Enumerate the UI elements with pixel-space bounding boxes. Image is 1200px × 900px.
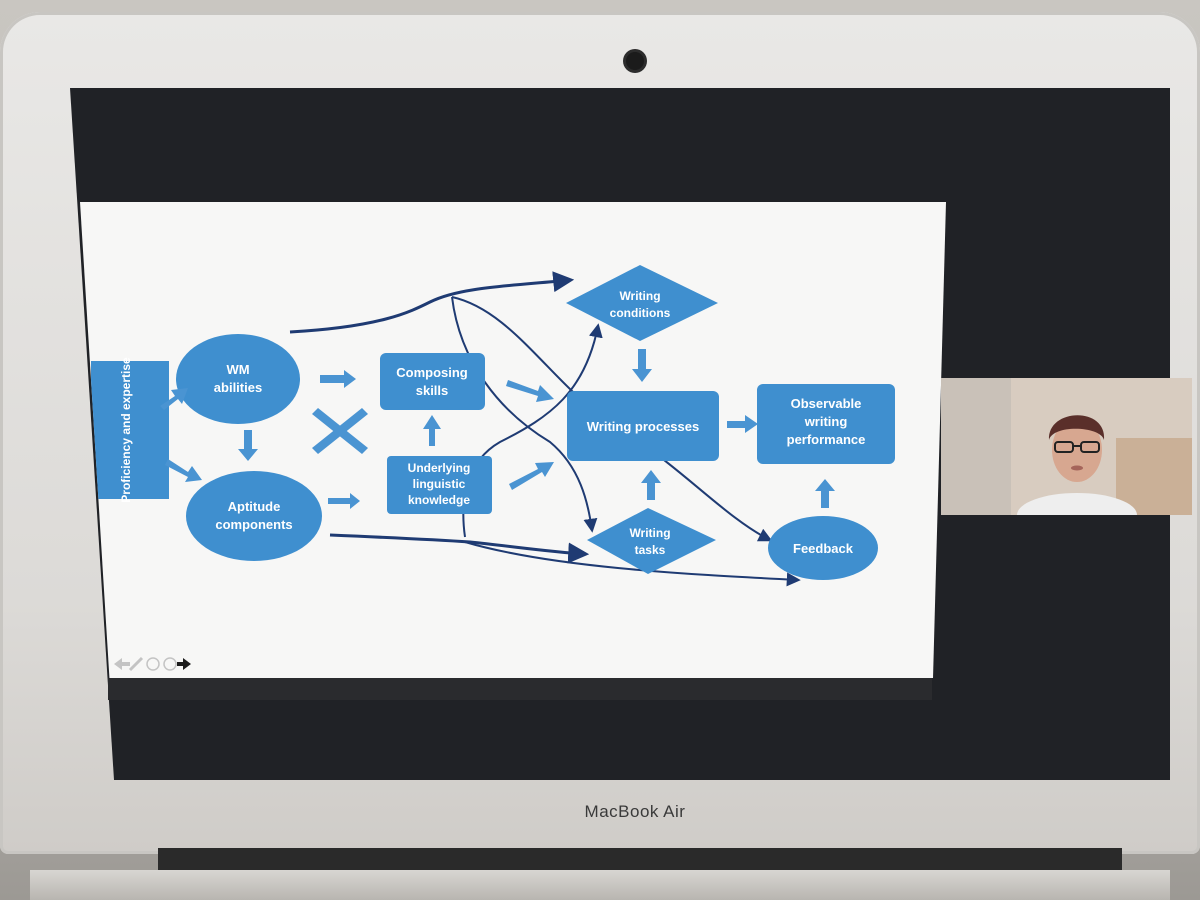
- arrow-proficiency-to-wm: [160, 388, 188, 410]
- arrow-tasks-to-processes: [641, 470, 661, 500]
- feedback-node: [768, 516, 878, 580]
- conditions-label-line2: conditions: [610, 306, 671, 320]
- arrow-cross-2: [312, 408, 368, 454]
- forward-arrow-icon[interactable]: [177, 658, 191, 670]
- arrow-composing-to-processes: [506, 380, 554, 402]
- menu-icon[interactable]: [163, 657, 177, 671]
- arrow-underlying-to-processes: [509, 462, 554, 490]
- arrow-aptitude-to-underlying: [328, 493, 360, 509]
- back-arrow-icon[interactable]: [114, 658, 130, 670]
- writing-conditions-node: [566, 265, 718, 341]
- curve-aptitude-to-tasks: [329, 533, 590, 564]
- composing-label-line2: skills: [416, 383, 449, 398]
- proficiency-label: Proficiency and expertise: [119, 357, 133, 503]
- proficiency-box: [91, 361, 169, 499]
- arrow-underlying-to-composing: [423, 415, 441, 446]
- slide-controls-layer: [80, 202, 946, 678]
- curve-wm-to-conditions: [289, 271, 575, 334]
- presenter-video-thumbnail[interactable]: [941, 378, 1192, 515]
- wm-label-line1: WM: [226, 362, 249, 377]
- feedback-label: Feedback: [793, 541, 854, 556]
- observable-label-line2: writing: [804, 414, 848, 429]
- composing-skills-node: [380, 353, 485, 410]
- wm-abilities-node: [176, 334, 300, 424]
- arrow-feedback-to-observable: [815, 479, 835, 508]
- presenter-avatar: [941, 378, 1192, 515]
- zoom-icon[interactable]: [146, 657, 160, 671]
- tasks-label-line1: Writing: [629, 526, 670, 540]
- laptop-base: [30, 870, 1170, 900]
- aptitude-label-line1: Aptitude: [228, 499, 281, 514]
- laptop-hinge: [158, 848, 1122, 870]
- observable-label-line1: Observable: [791, 396, 862, 411]
- composing-label-line1: Composing: [396, 365, 468, 380]
- device-brand-label: MacBook Air: [584, 802, 686, 821]
- webcam-icon: [626, 52, 644, 70]
- wm-label-line2: abilities: [214, 380, 262, 395]
- observable-label-line3: performance: [787, 432, 866, 447]
- slide-status-bar: [108, 678, 932, 700]
- presentation-slide: Proficiency and expertise WM abilities A…: [80, 202, 946, 678]
- arrow-processes-to-observable: [727, 415, 758, 433]
- writing-model-diagram: Proficiency and expertise WM abilities A…: [91, 265, 895, 587]
- curve-aptitude-to-feedback: [464, 541, 801, 587]
- arrow-conditions-to-processes: [632, 349, 652, 382]
- arrow-proficiency-to-aptitude: [165, 459, 202, 482]
- writing-tasks-node: [587, 508, 716, 574]
- arrow-wm-to-aptitude: [238, 430, 258, 461]
- observable-performance-node: [757, 384, 895, 464]
- processes-label: Writing processes: [587, 419, 699, 434]
- curve-top-to-tasks: [451, 296, 598, 533]
- underlying-knowledge-node: [387, 456, 492, 514]
- underlying-label-line3: knowledge: [408, 493, 470, 507]
- arrow-wm-to-composing: [320, 370, 356, 388]
- writing-processes-node: [567, 391, 719, 461]
- pen-icon[interactable]: [128, 656, 144, 672]
- aptitude-components-node: [186, 471, 322, 561]
- conditions-label-line1: Writing: [619, 289, 660, 303]
- underlying-label-line2: linguistic: [413, 477, 466, 491]
- underlying-label-line1: Underlying: [408, 461, 471, 475]
- aptitude-label-line2: components: [215, 517, 292, 532]
- tasks-label-line2: tasks: [635, 543, 666, 557]
